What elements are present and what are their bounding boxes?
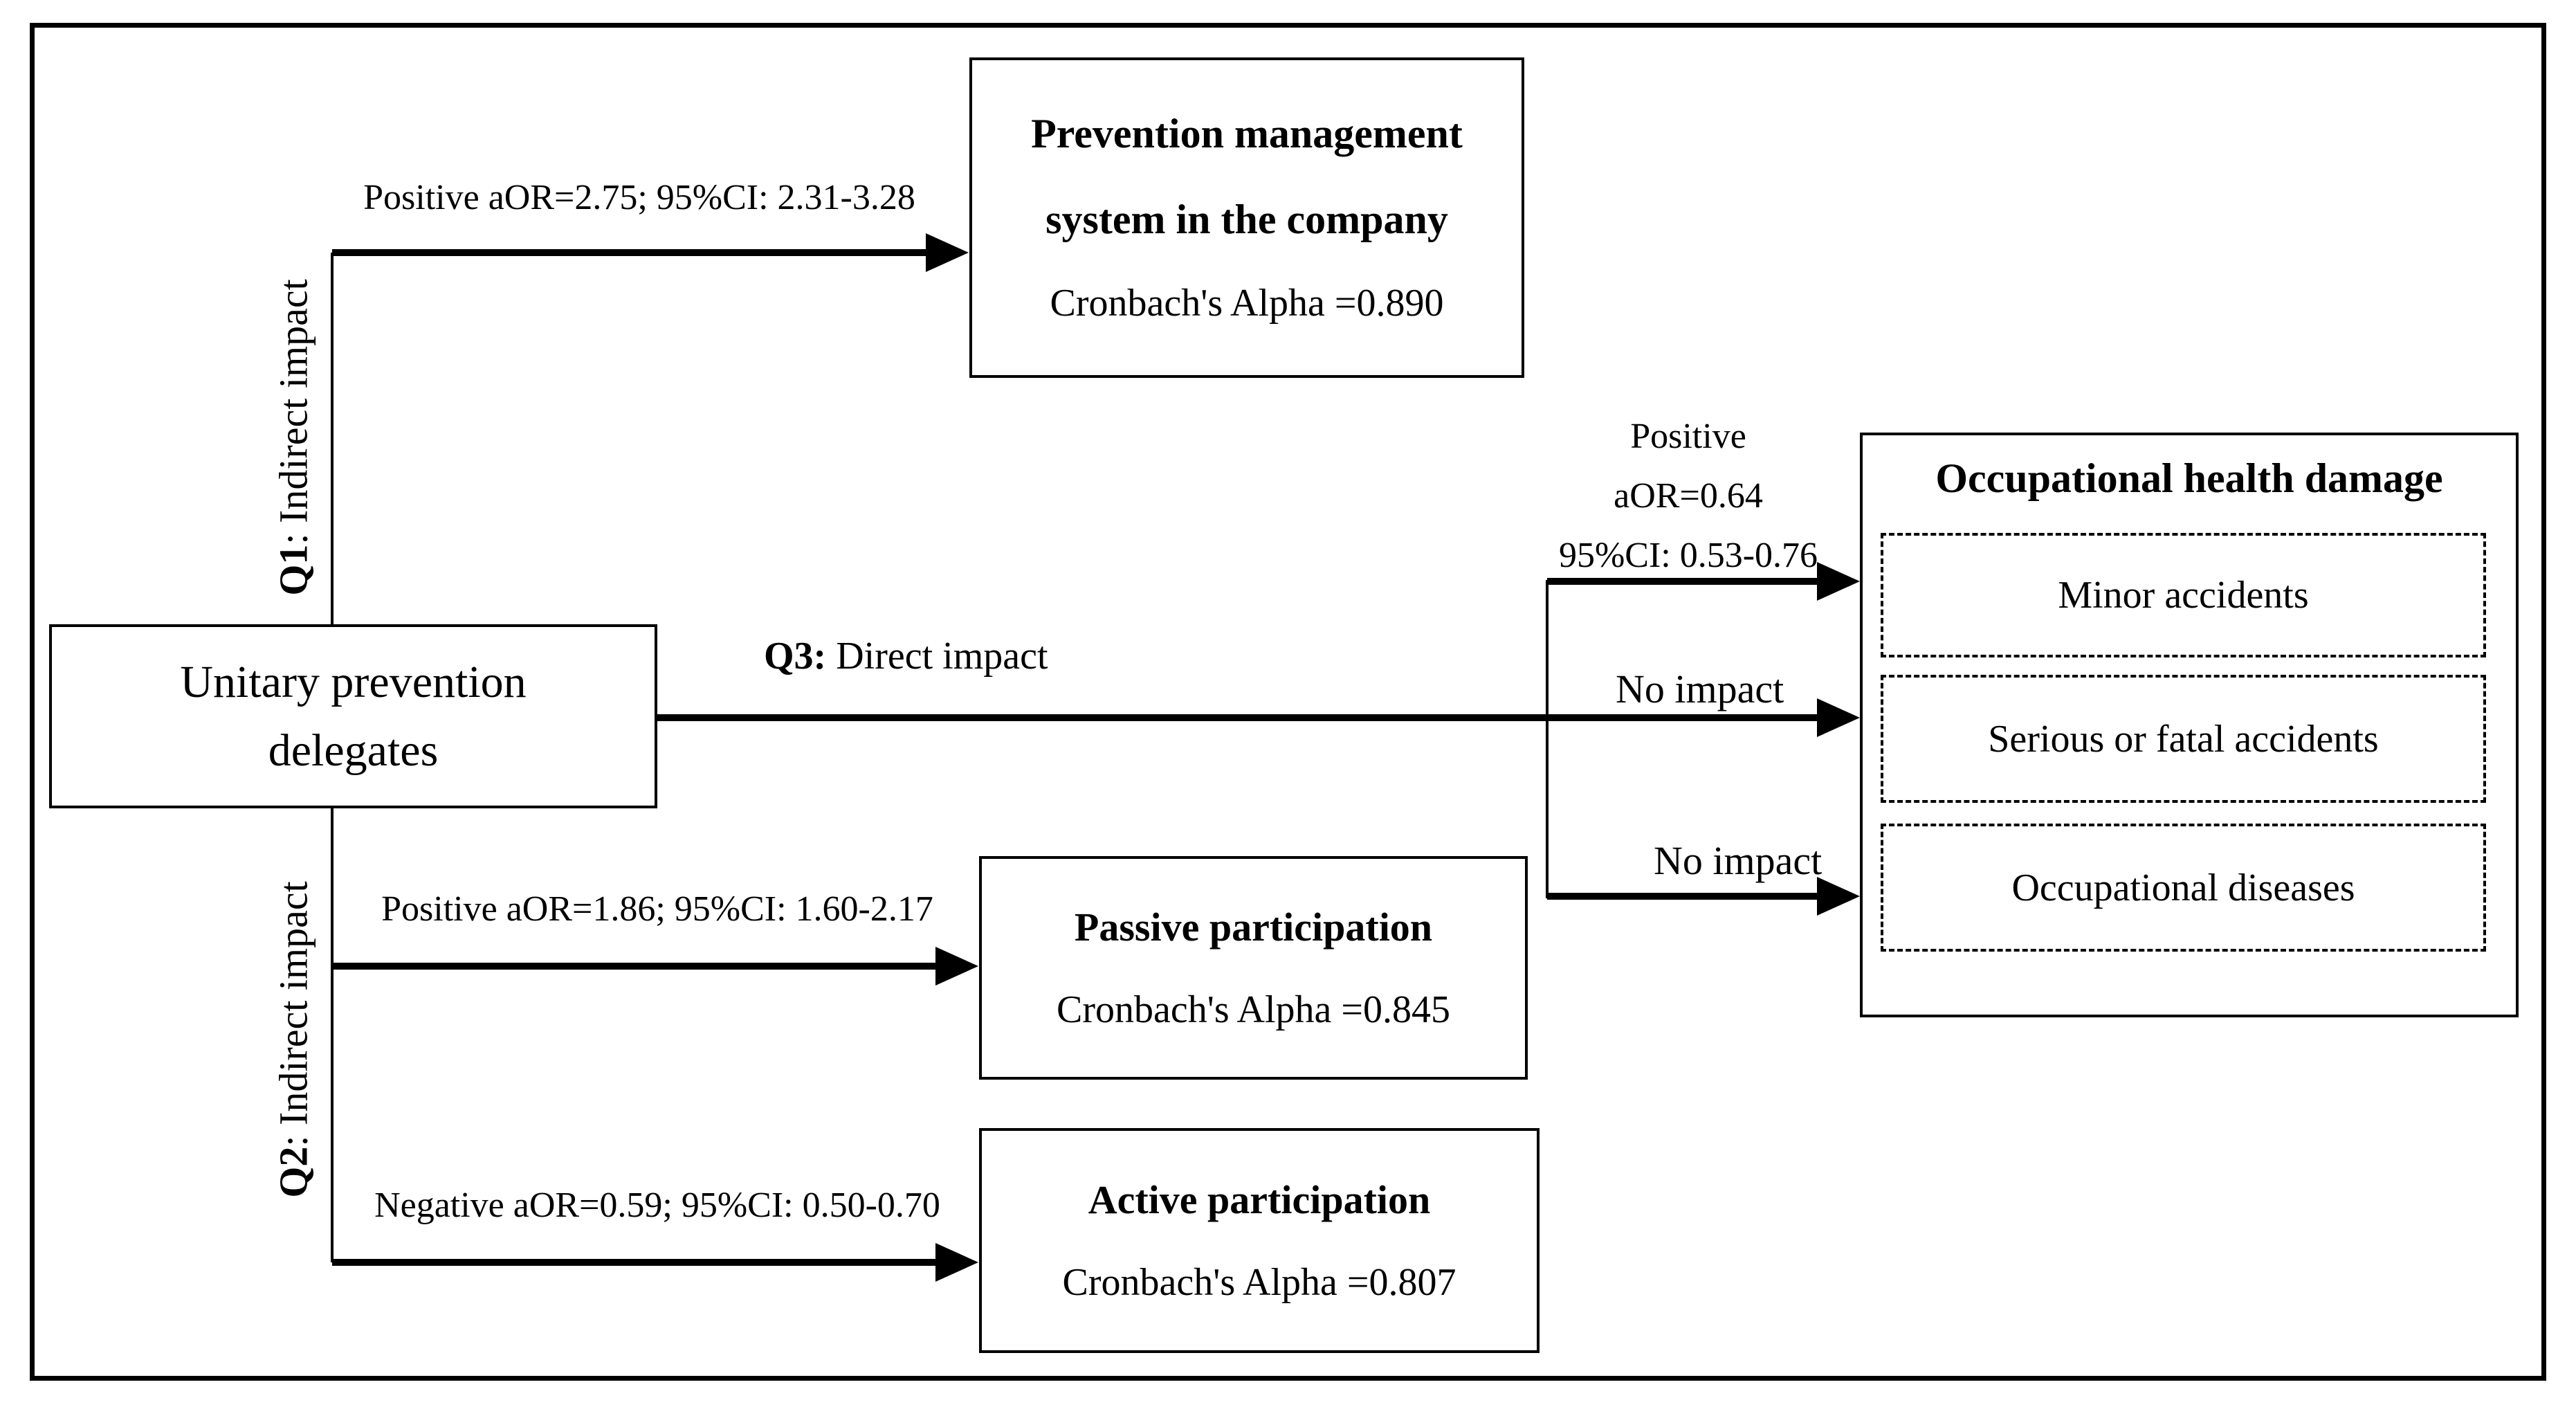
q2-passive-arrow-line [332,963,937,970]
diseases-arrowhead-icon [1817,877,1860,916]
active-title: Active participation [1088,1177,1431,1222]
minor-effect-line1: Positive [1630,417,1746,456]
q1-arrowhead-icon [926,233,969,272]
unitary-text: Unitary prevention delegates [180,648,526,785]
dashed-box-occupational-diseases: Occupational diseases [1881,824,2486,952]
passive-title: Passive participation [1074,905,1433,950]
q2-vertical-line [331,806,334,1262]
minor-arrow-line [1547,578,1818,585]
q2-active-arrowhead-icon [935,1243,978,1282]
q1-effect-label: Positive aOR=2.75; 95%CI: 2.31-3.28 [363,178,915,217]
q2-passive-effect-label: Positive aOR=1.86; 95%CI: 1.60-2.17 [381,889,933,929]
right-branch-vertical-line [1546,580,1549,898]
minor-effect-label: Positive aOR=0.64 95%CI: 0.53-0.76 [1495,407,1882,586]
node-active-participation: Active participation Cronbach's Alpha =0… [979,1128,1540,1353]
q2-active-effect-label: Negative aOR=0.59; 95%CI: 0.50-0.70 [374,1186,940,1225]
node-prevention-management-system: Prevention management system in the comp… [969,57,1524,378]
passive-cronbach: Cronbach's Alpha =0.845 [1057,988,1450,1031]
q1-vertical-label: Q1: Indirect impact [271,279,317,595]
q1-arrow-line [332,249,929,256]
node-occupational-health-damage: Occupational health damage Minor acciden… [1860,433,2519,1017]
q2-vertical-label: Q2: Indirect impact [271,881,317,1197]
minor-arrowhead-icon [1817,562,1860,601]
q2-suffix: : Indirect impact [271,881,316,1147]
diseases-no-impact-label: No impact [1654,838,1823,883]
q3-arrowhead-icon [1817,698,1860,737]
q1-suffix: : Indirect impact [271,279,316,545]
serious-no-impact-label: No impact [1616,666,1784,711]
q3-arrow-line [655,714,1818,721]
minor-accidents-label: Minor accidents [2058,574,2309,617]
serious-fatal-accidents-label: Serious or fatal accidents [1988,717,2379,761]
minor-effect-line2: aOR=0.64 [1614,476,1763,516]
q2-active-arrow-line [332,1259,937,1266]
q1-vertical-line [331,253,334,627]
unitary-line2: delegates [268,725,439,776]
prevention-title-line1: Prevention management [1031,111,1463,157]
q3-prefix: Q3: [764,635,827,678]
occupational-title: Occupational health damage [1935,455,2443,501]
occupational-diseases-label: Occupational diseases [2011,866,2355,909]
q2-passive-arrowhead-icon [935,947,978,986]
minor-effect-line3: 95%CI: 0.53-0.76 [1558,536,1818,575]
prevention-cronbach: Cronbach's Alpha =0.890 [1050,281,1444,325]
diseases-arrow-line [1547,893,1818,900]
node-passive-participation: Passive participation Cronbach's Alpha =… [979,856,1528,1080]
active-cronbach: Cronbach's Alpha =0.807 [1062,1261,1456,1304]
unitary-line1: Unitary prevention [180,657,527,707]
dashed-box-serious-fatal-accidents: Serious or fatal accidents [1881,675,2486,803]
node-unitary-prevention-delegates: Unitary prevention delegates [49,624,657,808]
prevention-title-line2: system in the company [1045,196,1448,242]
q1-prefix: Q1 [271,544,316,596]
dashed-box-minor-accidents: Minor accidents [1881,533,2486,657]
q3-label: Q3: Direct impact [764,634,1048,678]
q3-suffix: Direct impact [826,635,1048,678]
q2-prefix: Q2 [271,1146,316,1198]
